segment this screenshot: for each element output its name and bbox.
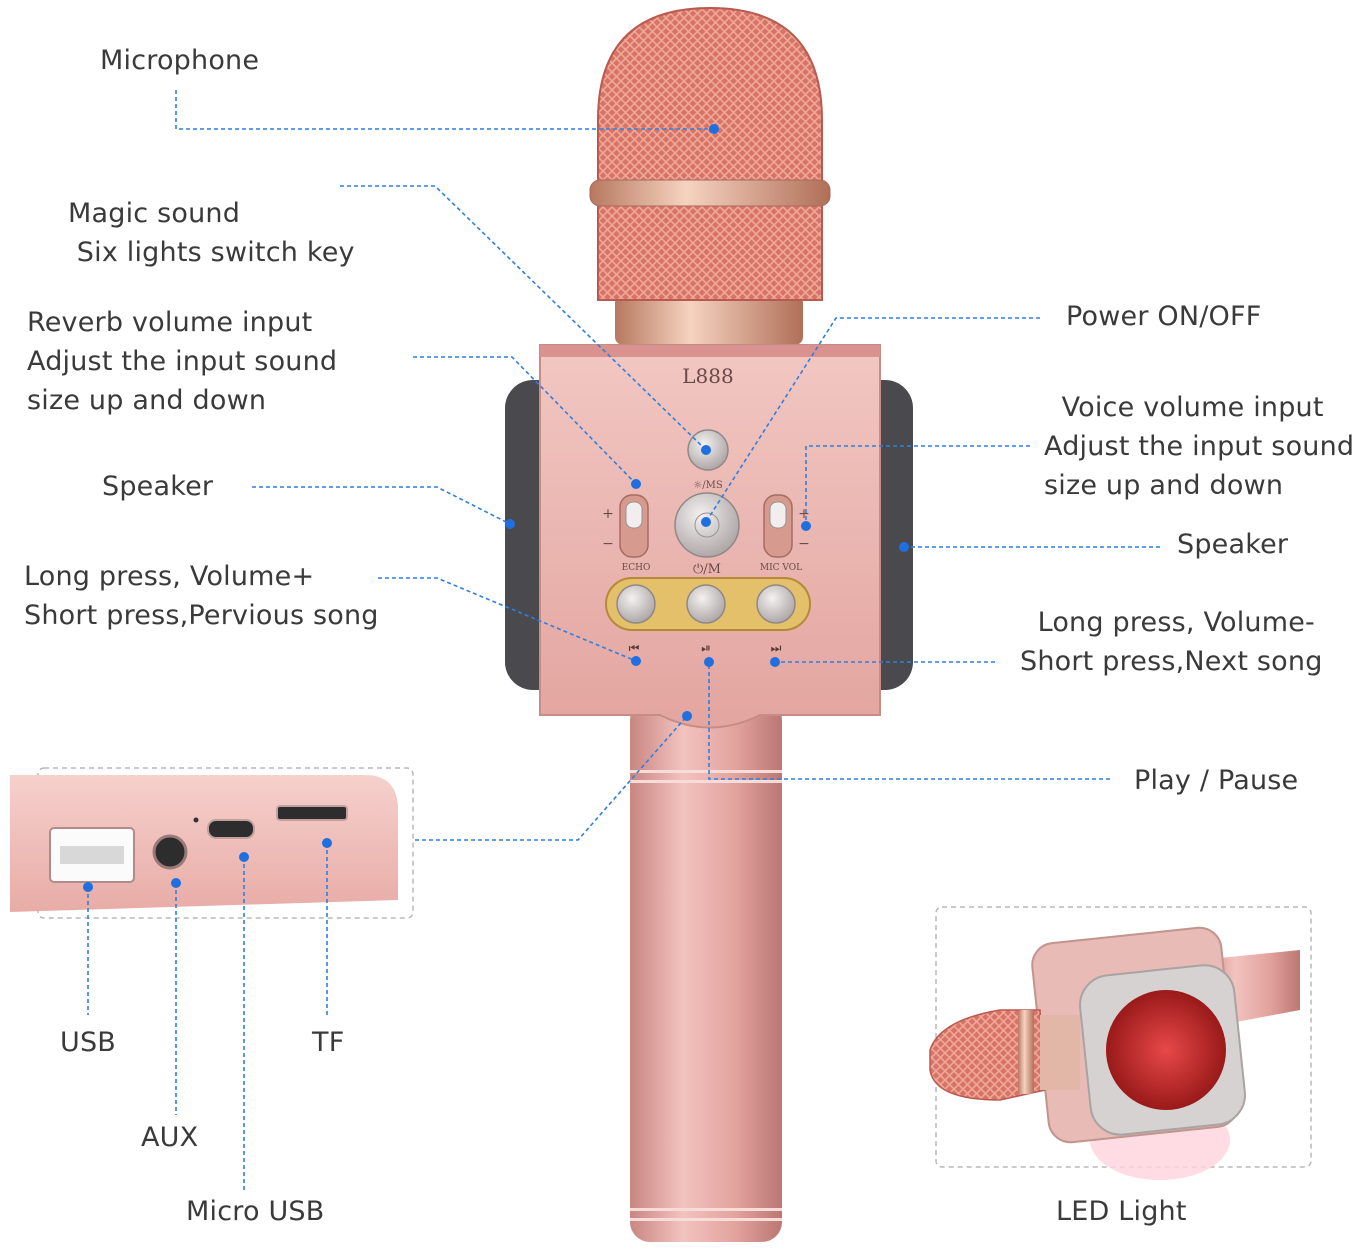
micro-usb-port-image <box>207 819 255 839</box>
label-led-light: LED Light <box>1056 1196 1187 1227</box>
play-mark: ⏯ <box>701 641 711 655</box>
tf-slot-image <box>276 805 348 821</box>
label-long-press-volume-down: Long press, Volume- Short press,Next son… <box>1020 607 1323 678</box>
mic-vol-mark: MIC VOL <box>760 563 802 573</box>
callout-dots <box>83 124 909 892</box>
vol-plus: + <box>798 506 810 522</box>
ports-inset <box>10 767 414 919</box>
label-microphone: Microphone <box>100 45 260 76</box>
label-tf: TF <box>312 1027 345 1058</box>
power-mark: ⏻/M <box>693 562 721 577</box>
vol-minus: − <box>798 536 810 552</box>
label-power: Power ON/OFF <box>1066 301 1262 332</box>
leader-lines <box>87 90 1160 1190</box>
label-speaker-right: Speaker <box>1177 529 1289 560</box>
label-voice-volume: Voice volume input Adjust the input soun… <box>1044 392 1355 502</box>
led-light-image <box>1106 990 1226 1110</box>
label-play-pause: Play / Pause <box>1134 765 1299 796</box>
next-mark: ⏭ <box>771 641 782 655</box>
label-usb: USB <box>60 1027 117 1058</box>
label-reverb-volume: Reverb volume input Adjust the input sou… <box>27 307 338 417</box>
label-speaker-left: Speaker <box>102 471 214 502</box>
aux-port-image <box>152 834 188 870</box>
label-micro-usb: Micro USB <box>186 1196 325 1227</box>
label-aux: AUX <box>141 1122 199 1153</box>
echo-mark: ECHO <box>622 563 651 573</box>
model-text: L888 <box>682 364 733 388</box>
main-microphone: L888 ☼/MS ⏻/M + − ECHO + − MIC VOL ⏮ ⏯ ⏭ <box>505 6 913 1242</box>
label-magic-sound: Magic sound Six lights switch key <box>68 198 355 269</box>
magic-key-mark: ☼/MS <box>693 480 723 491</box>
echo-minus: − <box>602 536 614 552</box>
label-long-press-volume-up: Long press, Volume+ Short press,Pervious… <box>24 561 379 632</box>
led-inset <box>929 906 1312 1180</box>
echo-plus: + <box>602 506 614 522</box>
prev-mark: ⏮ <box>629 641 640 655</box>
